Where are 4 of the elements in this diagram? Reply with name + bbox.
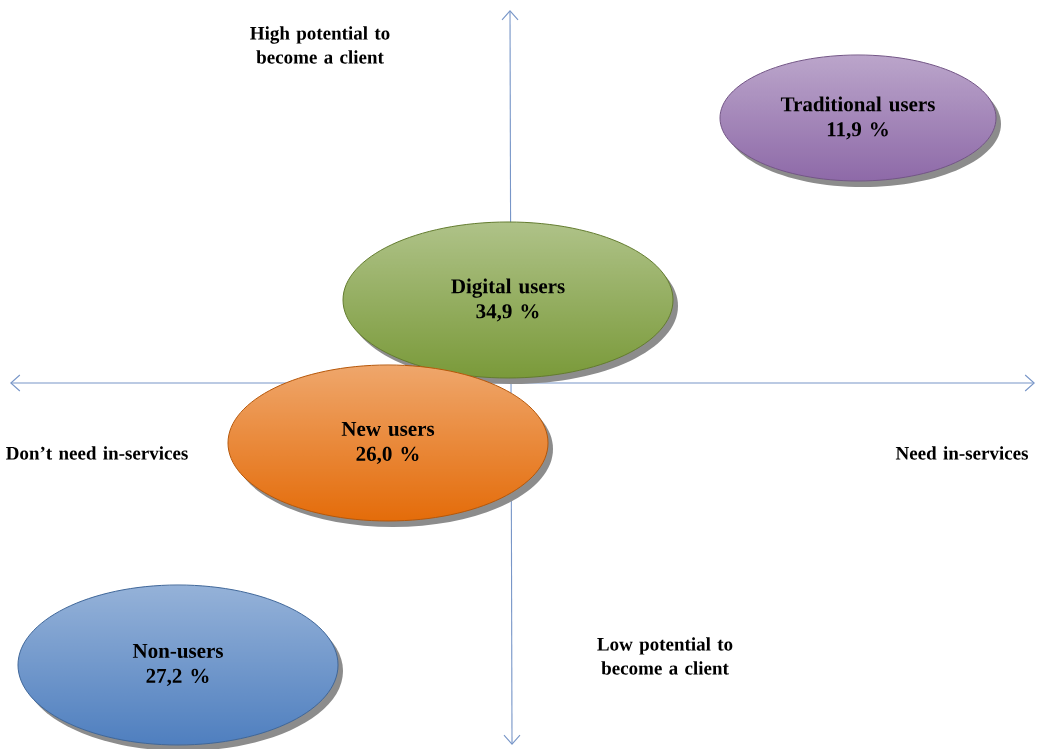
axis-label: Don’t need in-services — [6, 446, 188, 460]
axis-label: High potential to become a client — [250, 26, 390, 64]
axis-label: Low potential to become a client — [597, 637, 733, 675]
axis-label: Need in-services — [895, 446, 1028, 460]
